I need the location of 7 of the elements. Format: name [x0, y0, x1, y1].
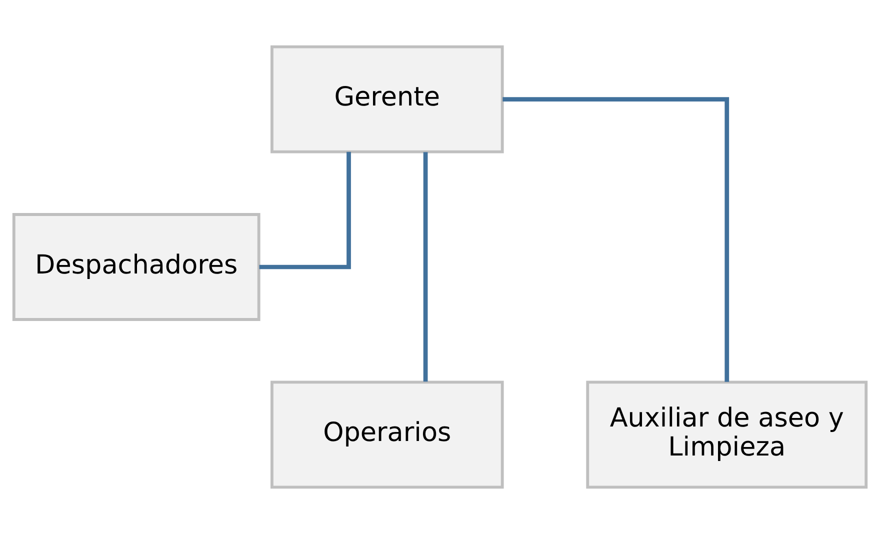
connector	[259, 151, 351, 269]
connector	[502, 96, 730, 382]
node-box: Auxiliar de aseo y Limpieza	[586, 380, 868, 488]
node-box: Gerente	[270, 44, 504, 153]
node-box: Despachadores	[12, 212, 260, 320]
connector	[423, 152, 428, 382]
node-box: Operarios	[270, 380, 504, 488]
